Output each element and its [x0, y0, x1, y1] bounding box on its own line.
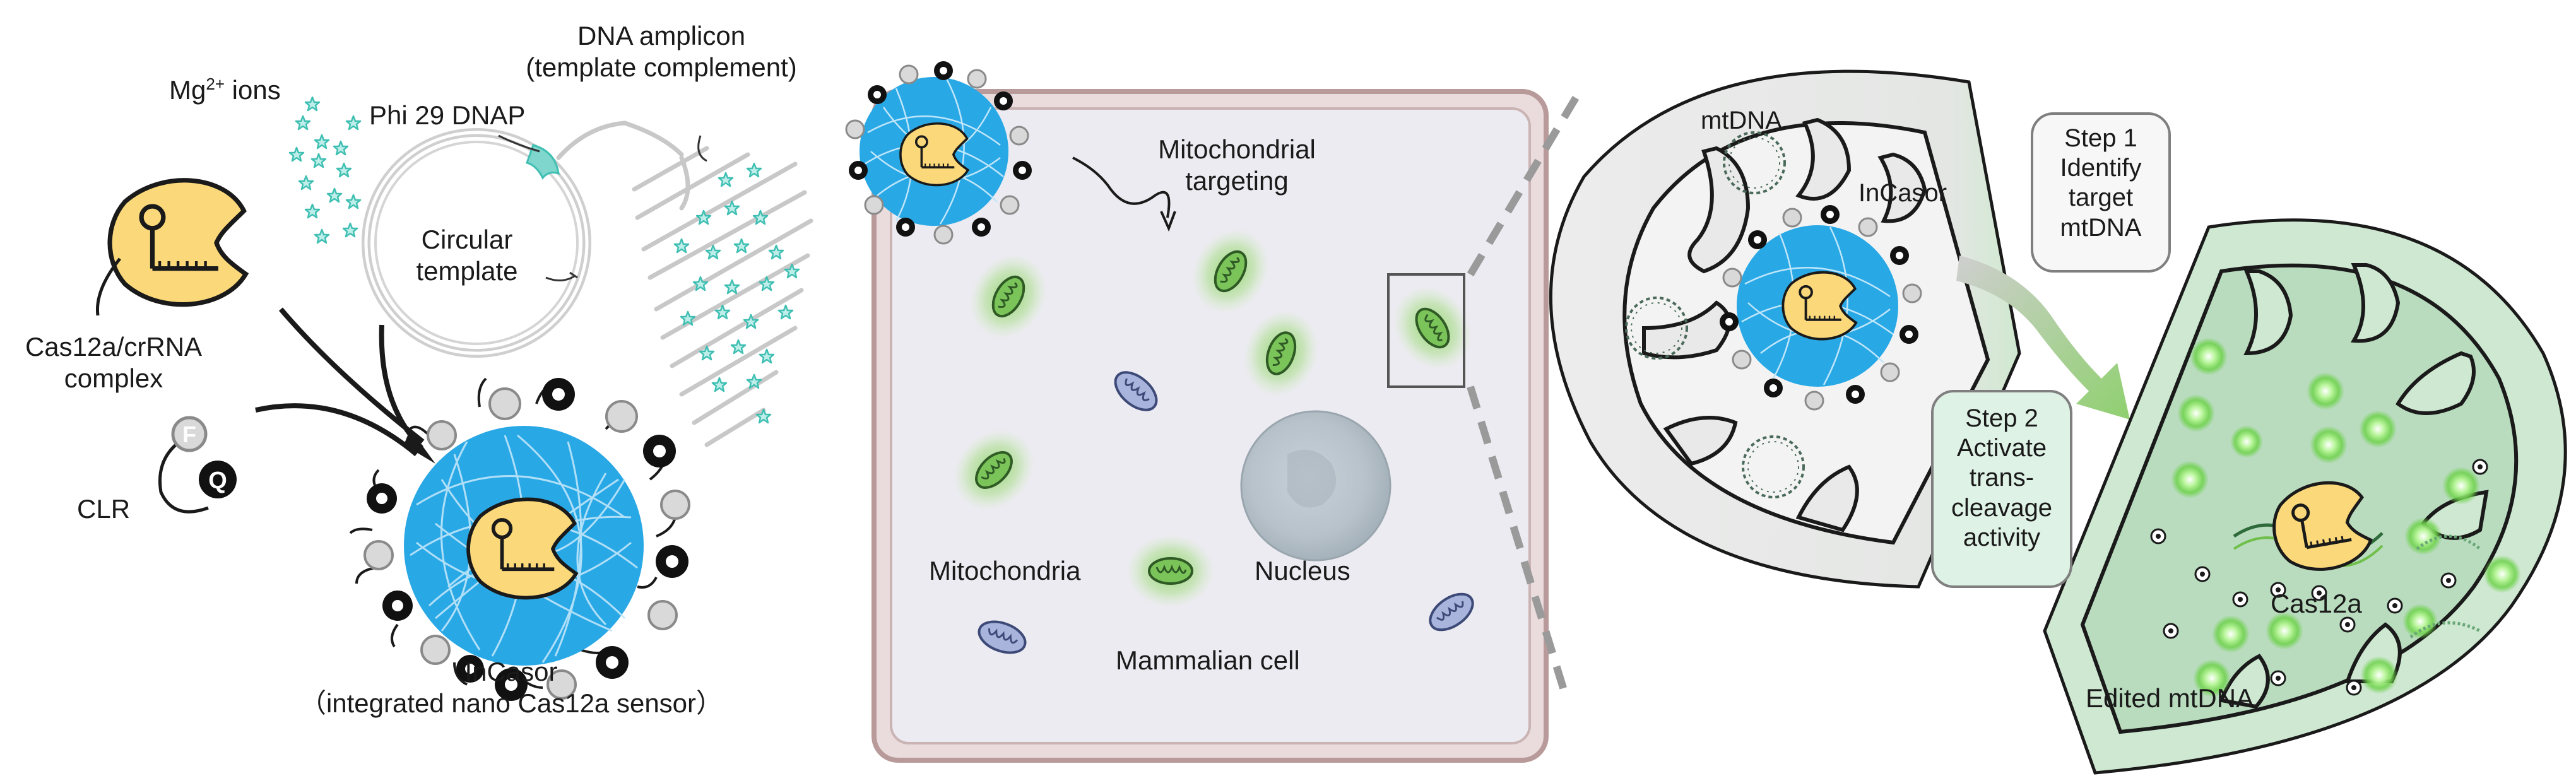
cas12a-cleaving-icon: [2233, 476, 2384, 577]
step2-line3: trans-: [1969, 464, 2035, 492]
cas12a-crrna-icon: [110, 180, 245, 305]
mg-superscript: 2+: [206, 74, 225, 93]
cas12a-complex-label: Cas12a/crRNA complex: [6, 331, 221, 394]
step2-line2: Activate: [1956, 434, 2047, 462]
step2-box: [1931, 390, 2072, 588]
circular-template-label: Circular template: [404, 224, 530, 286]
clr-reporter-icon: F Q: [158, 416, 237, 514]
step2-line5: activity: [1963, 523, 2041, 551]
mitochondrion-icon: [1125, 533, 1216, 609]
edited-mtdna-label: Edited mtDNA: [2086, 683, 2254, 713]
nucleus-icon: [1240, 410, 1391, 561]
incasor-particle-mito: [1720, 205, 1922, 411]
phi29-label: Phi 29 DNAP: [369, 100, 526, 130]
circular-line2: template: [416, 256, 518, 286]
incasor-mito-label: InCasor: [1858, 179, 1947, 207]
panel-assembly: F Q: [95, 96, 813, 701]
step2-line4: cleavage: [1951, 493, 2053, 522]
dna-amplicon-line1: DNA amplicon: [577, 21, 746, 50]
step1-box: [2031, 112, 2171, 273]
step1-line3: target: [2068, 184, 2134, 212]
mito-targeting-line1: Mitochondrial: [1158, 134, 1316, 164]
zoom-connector: [1467, 92, 1581, 695]
mito-targeting-label: Mitochondrial targeting: [1149, 134, 1325, 196]
phi29-dnap-icon: [526, 144, 560, 180]
step1-line1: Step 1: [2064, 124, 2137, 152]
incasor-line1: InCasor: [464, 657, 558, 686]
dna-amplicon-label: DNA amplicon (template complement): [504, 20, 819, 83]
cas12a-complex-line1: Cas12a/crRNA: [25, 332, 203, 362]
panel-cell: [845, 61, 1549, 763]
circular-template: [362, 128, 591, 358]
zoom-region-box: [1387, 273, 1465, 388]
step1-line4: mtDNA: [2060, 213, 2142, 242]
nucleus-label: Nucleus: [1255, 556, 1350, 585]
dna-amplicon-line2: (template complement): [526, 52, 797, 82]
clr-label: CLR: [77, 494, 131, 524]
mtdna-label: mtDNA: [1701, 107, 1782, 134]
circular-line1: Circular: [421, 225, 513, 254]
incasor-line2: （integrated nano Cas12a sensor）: [299, 688, 723, 718]
mito-targeting-line2: targeting: [1185, 165, 1289, 196]
cas12a-label: Cas12a: [2271, 589, 2362, 618]
mammalian-cell-label: Mammalian cell: [1116, 645, 1300, 675]
step1-line2: Identify: [2060, 154, 2142, 182]
mg-text: Mg: [169, 75, 206, 105]
incasor-particle-small: [845, 61, 1032, 245]
mg-ions-label: Mg2+ ions: [169, 74, 281, 106]
step1-text: Step 1 Identify target mtDNA: [2032, 124, 2170, 243]
svg-text:F: F: [182, 421, 196, 447]
transition-arrow: [1956, 256, 2130, 420]
step2-line1: Step 2: [1965, 404, 2038, 432]
svg-text:Q: Q: [208, 467, 227, 494]
mitochondria-label: Mitochondria: [929, 556, 1081, 585]
step2-text: Step 2 Activate trans- cleavage activity: [1932, 404, 2071, 553]
incasor-label: InCasor （integrated nano Cas12a sensor）: [284, 656, 738, 719]
incasor-particle-large: [349, 377, 690, 701]
dna-amplicon-strands: [556, 121, 813, 447]
cas12a-complex-line2: complex: [64, 363, 163, 393]
mg-suffix-text: ions: [225, 75, 281, 105]
panel-mitochondrion: [1549, 69, 2567, 775]
cell-inner: [890, 107, 1531, 744]
fluorescent-signal-dots: [2171, 338, 2521, 697]
